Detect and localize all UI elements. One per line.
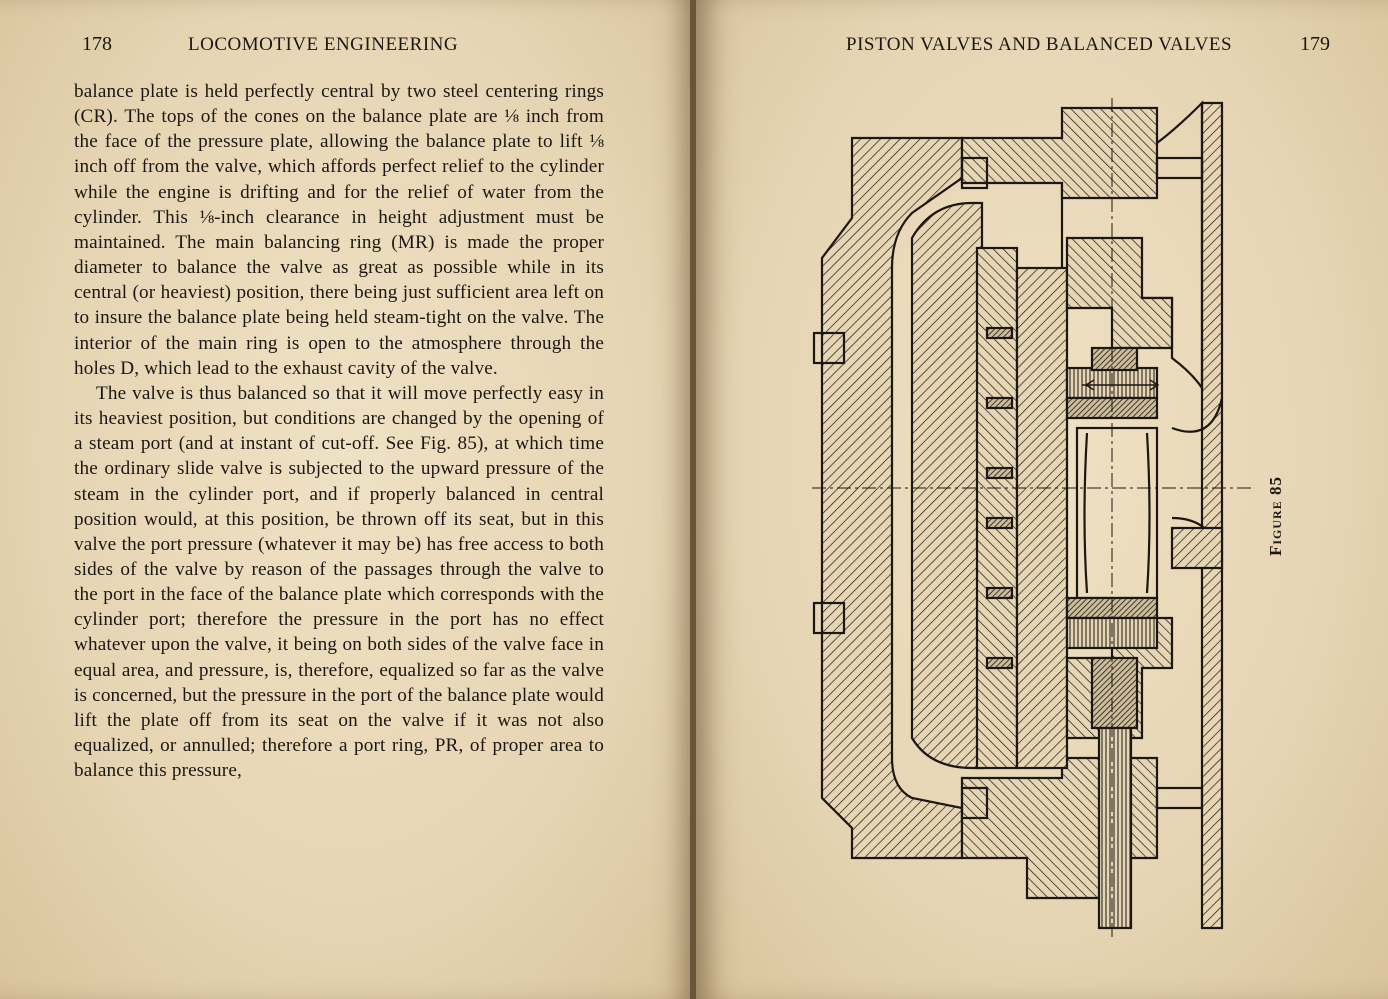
left-running-head: LOCOMOTIVE ENGINEERING bbox=[188, 34, 459, 55]
drawing-outline bbox=[812, 100, 1224, 930]
left-page: 178 LOCOMOTIVE ENGINEERING balance plate… bbox=[0, 0, 693, 999]
steam-flow-arrows bbox=[1082, 379, 1160, 391]
left-page-number: 178 bbox=[82, 33, 112, 55]
right-page-number: 179 bbox=[1300, 33, 1330, 55]
right-running-head: PISTON VALVES AND BALANCED VALVES bbox=[846, 34, 1233, 55]
figure-85-valve-section-drawing bbox=[812, 98, 1252, 938]
book-spine bbox=[690, 0, 698, 999]
paragraph-1: balance plate is held perfectly central … bbox=[74, 81, 604, 379]
figure-label: Figure 85 bbox=[1266, 476, 1346, 576]
figure-label-text: Figure 85 bbox=[1266, 476, 1285, 556]
paragraph-2: The valve is thus balanced so that it wi… bbox=[74, 382, 604, 782]
right-page: PISTON VALVES AND BALANCED VALVES 179 bbox=[696, 0, 1388, 999]
center-lines bbox=[812, 98, 1252, 938]
left-body-text: balance plate is held perfectly central … bbox=[74, 79, 604, 783]
